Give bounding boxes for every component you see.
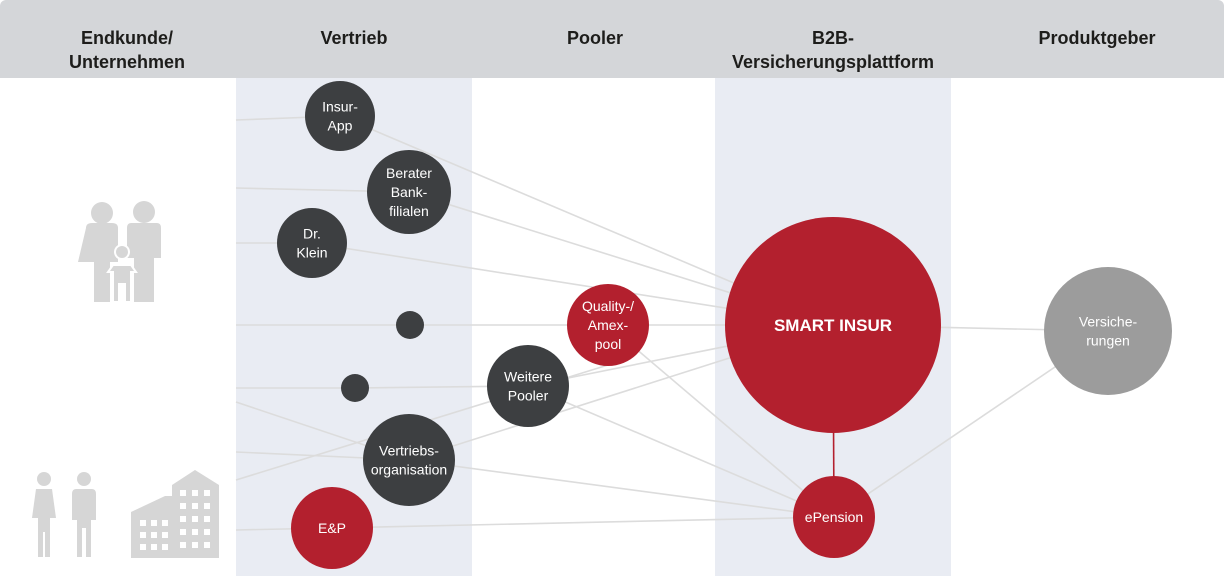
connector-vertriebsorg-epension (408, 459, 835, 518)
node-circle-weitere (487, 345, 569, 427)
node-label-epension: ePension (805, 509, 863, 525)
column-title-produktgeber: Produktgeber (1038, 28, 1156, 48)
couple-icon (32, 472, 96, 557)
node-label-ep: E&P (318, 520, 346, 536)
connector-weitere-epension (527, 385, 835, 518)
node-label-smart: SMART INSUR (774, 316, 892, 335)
column-title-vertrieb: Vertrieb (320, 28, 388, 48)
node-label-drklein: Dr.Klein (296, 225, 327, 260)
node-circle-epension (793, 476, 875, 558)
node-ep: E&P (291, 487, 373, 569)
node-label-quality: Quality-/Amex-pool (582, 298, 634, 352)
family-icon (78, 201, 161, 303)
building-icon (131, 470, 219, 558)
column-title-b2b: B2B- Versicherungsplattform (731, 28, 935, 72)
node-circle-berater (367, 150, 451, 234)
node-dot2 (341, 374, 369, 402)
node-circle-dot2 (341, 374, 369, 402)
node-circle-insur-app (305, 81, 375, 151)
connector-ep-epension (331, 516, 835, 529)
node-insur-app: Insur-App (305, 81, 375, 151)
node-circle-quality (567, 284, 649, 366)
node-quality: Quality-/Amex-pool (567, 284, 649, 366)
connector-quality-epension (607, 324, 835, 518)
node-versicherungen: Versiche-rungen (1044, 267, 1172, 395)
node-label-vertriebsorg: Vertriebs-organisation (371, 442, 447, 477)
node-circle-vertriebsorg (363, 414, 455, 506)
node-dot1 (396, 311, 424, 339)
node-circle-drklein (277, 208, 347, 278)
node-label-insur-app: Insur-App (322, 98, 358, 133)
node-circle-versicherungen (1044, 267, 1172, 395)
node-circle-ep (291, 487, 373, 569)
column-title-endkunde: Endkunde/ Unternehmen (68, 28, 185, 72)
node-epension: ePension (793, 476, 875, 558)
node-circle-dot1 (396, 311, 424, 339)
node-drklein: Dr.Klein (277, 208, 347, 278)
node-label-versicherungen: Versiche-rungen (1079, 313, 1138, 348)
node-smart: SMART INSUR (725, 217, 941, 433)
node-circle-smart (725, 217, 941, 433)
node-vertriebsorg: Vertriebs-organisation (363, 414, 455, 506)
column-title-pooler: Pooler (566, 28, 623, 48)
header-bar (0, 0, 1224, 78)
